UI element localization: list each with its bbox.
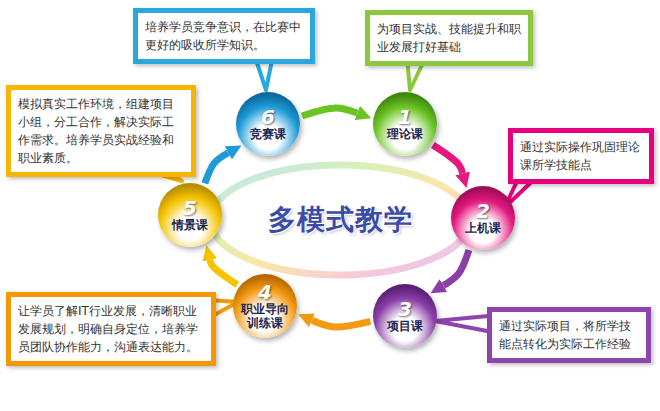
circle-label: 情景课 [172, 219, 208, 233]
center-ellipse: 多模式教学 [205, 160, 475, 280]
callout-text: 通过实际操作巩固理论课所学技能点 [520, 138, 642, 174]
callout-tail [435, 316, 491, 332]
callout-box: 培养学员竞争意识，在比赛中更好的吸收所学知识。 [133, 8, 315, 64]
cycle-arrow [302, 108, 357, 116]
course-circle: 2上机课 [451, 186, 515, 250]
callout-text: 通过实际项目，将所学技能点转化为实际工作经验 [499, 317, 639, 353]
circle-number: 6 [261, 107, 275, 128]
circle-label: 理论课 [387, 128, 423, 142]
circle-number: 1 [398, 107, 412, 128]
course-circle: 4职业导向训练课 [233, 274, 297, 338]
circle-number: 5 [183, 198, 197, 219]
center-title: 多模式教学 [268, 201, 413, 239]
course-circle: 5情景课 [158, 183, 222, 247]
cycle-arrow [443, 250, 469, 286]
callout-box: 让学员了解IT行业发展，清晰职业发展规划，明确自身定位，培养学员团队协作能力，沟… [6, 292, 216, 366]
callout-text: 为项目实战、技能提升和职业发展打好基础 [377, 20, 521, 56]
cycle-arrow [210, 260, 237, 285]
ellipse-ring [210, 165, 470, 275]
cycle-arrow [433, 145, 463, 173]
cycle-arrow [312, 320, 371, 327]
course-circle: 3项目课 [373, 284, 437, 348]
callout-box: 通过实际操作巩固理论课所学技能点 [508, 128, 654, 184]
callout-box: 通过实际项目，将所学技能点转化为实际工作经验 [487, 307, 651, 363]
circle-number: 3 [398, 299, 412, 320]
cycle-arrow [205, 153, 228, 184]
callout-tail [407, 62, 423, 90]
callout-text: 培养学员竞争意识，在比赛中更好的吸收所学知识。 [145, 18, 303, 54]
circle-number: 2 [476, 201, 490, 222]
callout-tail [256, 60, 272, 90]
circle-label: 上机课 [465, 222, 501, 236]
circle-label: 竞赛课 [250, 128, 286, 142]
course-circle: 1理论课 [373, 92, 437, 156]
circle-label: 职业导向训练课 [240, 303, 290, 331]
course-circle: 6竞赛课 [236, 92, 300, 156]
circle-label: 项目课 [387, 320, 423, 334]
callout-box: 为项目实战、技能提升和职业发展打好基础 [365, 10, 533, 66]
callout-box: 模拟真实工作环境，组建项目小组，分工合作，解决实际工作需求。培养学员实战经验和职… [6, 85, 196, 177]
circle-number: 4 [258, 282, 272, 303]
callout-text: 模拟真实工作环境，组建项目小组，分工合作，解决实际工作需求。培养学员实战经验和职… [18, 95, 184, 167]
callout-text: 让学员了解IT行业发展，清晰职业发展规划，明确自身定位，培养学员团队协作能力，沟… [18, 302, 204, 356]
